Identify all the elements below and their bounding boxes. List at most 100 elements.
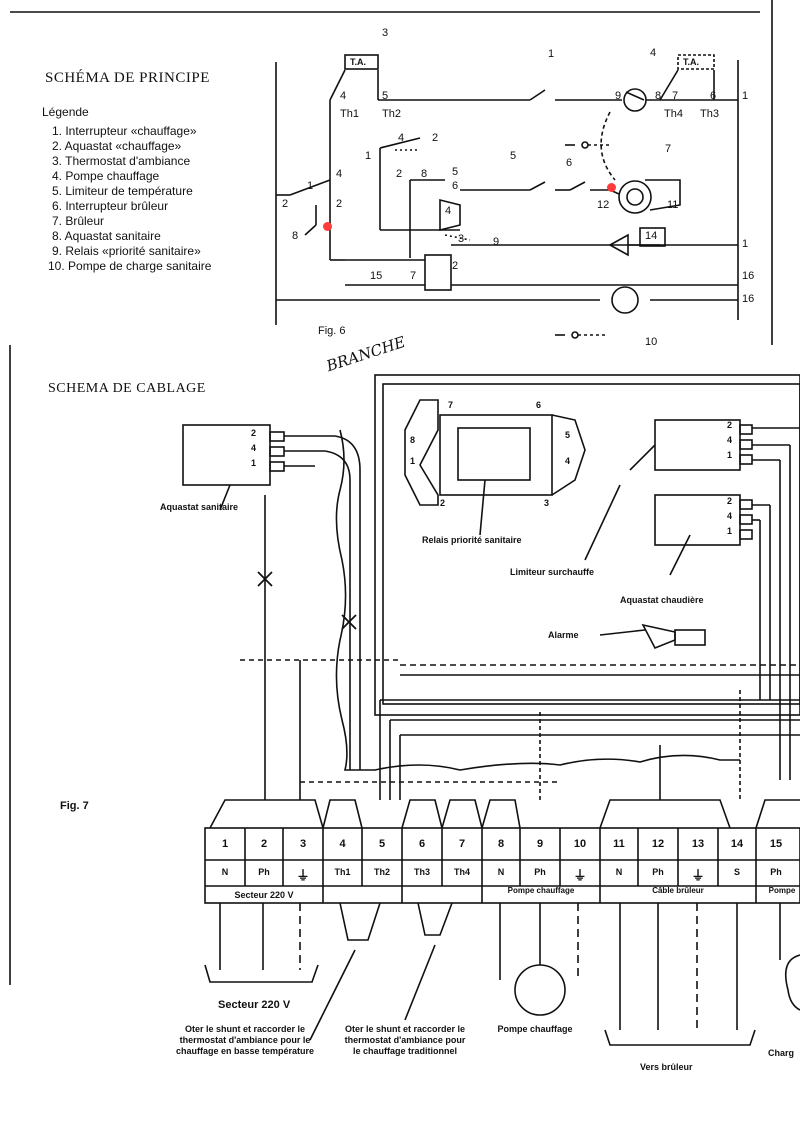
num-2b: 2	[396, 168, 403, 180]
num-3b: 3	[458, 233, 465, 245]
num-6: 6	[536, 400, 542, 410]
num-7b: 7	[665, 143, 672, 155]
ta-label: T.A.	[350, 57, 367, 67]
num-7: 7	[448, 400, 454, 410]
bottom-oter-2: Oter le shunt et raccorder le thermostat…	[344, 1024, 466, 1056]
fig6-title: SCHÉMA DE PRINCIPE	[45, 70, 210, 86]
num-1: 1	[727, 450, 733, 460]
terminal-num: 13	[691, 838, 705, 850]
num-15: 15	[370, 270, 383, 282]
num-9: 9	[615, 90, 622, 102]
num-2c: 2	[336, 198, 343, 210]
num-8: 8	[410, 435, 416, 445]
terminal-label: Ph	[534, 867, 546, 877]
num-10: 10	[645, 336, 658, 348]
num-16: 16	[742, 270, 755, 282]
red-marker	[323, 222, 332, 231]
label-limiteur: Limiteur surchauffe	[510, 567, 595, 577]
num-5: 5	[382, 90, 389, 102]
bottom-vers: Vers brûleur	[640, 1062, 693, 1072]
legend-item: 4. Pompe chauffage	[52, 169, 160, 183]
legend-item: 2. Aquastat «chauffage»	[52, 139, 182, 153]
terminal-label: ⏚	[573, 868, 587, 883]
num-2: 2	[440, 498, 446, 508]
num-4e: 4	[445, 205, 452, 217]
group-cable: Câble brûleur	[652, 886, 704, 895]
num-6c: 6	[452, 180, 459, 192]
terminal-num: 9	[536, 838, 544, 850]
num-1: 1	[410, 456, 416, 466]
num-2d: 2	[282, 198, 289, 210]
bottom-oter-1: Oter le shunt et raccorder le thermostat…	[175, 1024, 315, 1056]
terminal-num: 1	[221, 838, 229, 850]
bottom-charge: Charg	[768, 1048, 795, 1058]
terminal-label: Ph	[652, 867, 664, 877]
num-12: 12	[597, 199, 610, 211]
num-8: 8	[655, 90, 662, 102]
terminal-num: 14	[730, 838, 744, 850]
num-3: 3	[382, 27, 389, 39]
num-1e: 1	[742, 238, 749, 250]
terminal-num: 7	[458, 838, 466, 850]
label-aquastat-chaudiere: Aquastat chaudière	[620, 595, 704, 605]
legend-item: 9. Relais «priorité sanitaire»	[52, 244, 201, 258]
bottom-secteur: Secteur 220 V	[218, 999, 291, 1011]
num-7c: 7	[410, 270, 417, 282]
group-secteur: Secteur 220 V	[234, 890, 294, 900]
num-2e: 2	[452, 260, 459, 272]
terminal-num: 15	[769, 838, 783, 850]
num-4b: 4	[650, 47, 657, 59]
num-8b: 8	[421, 168, 428, 180]
terminal-label: N	[221, 867, 229, 877]
th4-label: Th4	[664, 108, 683, 120]
num-2: 2	[251, 428, 257, 438]
terminal-label: Th4	[453, 867, 470, 877]
num-6: 6	[710, 90, 717, 102]
fig6-caption: Fig. 6	[318, 325, 346, 337]
legend-item: 10. Pompe de charge sanitaire	[48, 259, 212, 273]
terminal-label: ⏚	[296, 868, 310, 883]
num-4d: 4	[336, 168, 343, 180]
legend-item: 5. Limiteur de température	[52, 184, 193, 198]
num-4: 4	[727, 511, 733, 521]
terminal-num: 2	[260, 838, 268, 850]
terminal-num: 3	[299, 838, 307, 850]
terminal-label: N	[615, 867, 623, 877]
num-4: 4	[727, 435, 733, 445]
num-5c: 5	[452, 166, 459, 178]
legend-item: 6. Interrupteur brûleur	[52, 199, 169, 213]
terminal-num: 10	[573, 838, 587, 850]
num-2: 2	[727, 420, 733, 430]
terminal-num: 6	[418, 838, 426, 850]
red-marker	[607, 183, 616, 192]
num-1c: 1	[365, 150, 372, 162]
num-8c: 8	[292, 230, 299, 242]
legend-title: Légende	[42, 105, 89, 119]
num-14: 14	[645, 230, 658, 242]
terminal-num: 4	[339, 838, 346, 850]
num-1: 1	[727, 526, 733, 536]
legend-item: 7. Brûleur	[52, 214, 105, 228]
num-1: 1	[548, 48, 555, 60]
th3-label: Th3	[700, 108, 719, 120]
num-3: 3	[544, 498, 550, 508]
bottom-pompe: Pompe chauffage	[497, 1024, 573, 1034]
num-4: 4	[340, 90, 347, 102]
terminal-label: ⏚	[691, 868, 705, 883]
label-relais: Relais priorité sanitaire	[422, 535, 522, 545]
num-9b: 9	[493, 236, 500, 248]
num-5: 5	[565, 430, 571, 440]
legend-item: 8. Aquastat sanitaire	[52, 229, 161, 243]
terminal-num: 8	[497, 838, 505, 850]
terminal-label: Th3	[413, 867, 430, 877]
num-6b: 6	[566, 157, 573, 169]
num-5b: 5	[510, 150, 517, 162]
th2-label: Th2	[382, 108, 401, 120]
terminal-label: Th2	[373, 867, 390, 877]
num-2: 2	[432, 132, 439, 144]
num-4c: 4	[398, 132, 405, 144]
num-4: 4	[565, 456, 571, 466]
num-11: 11	[667, 199, 679, 211]
label-aquastat-sanitaire: Aquastat sanitaire	[160, 502, 239, 512]
